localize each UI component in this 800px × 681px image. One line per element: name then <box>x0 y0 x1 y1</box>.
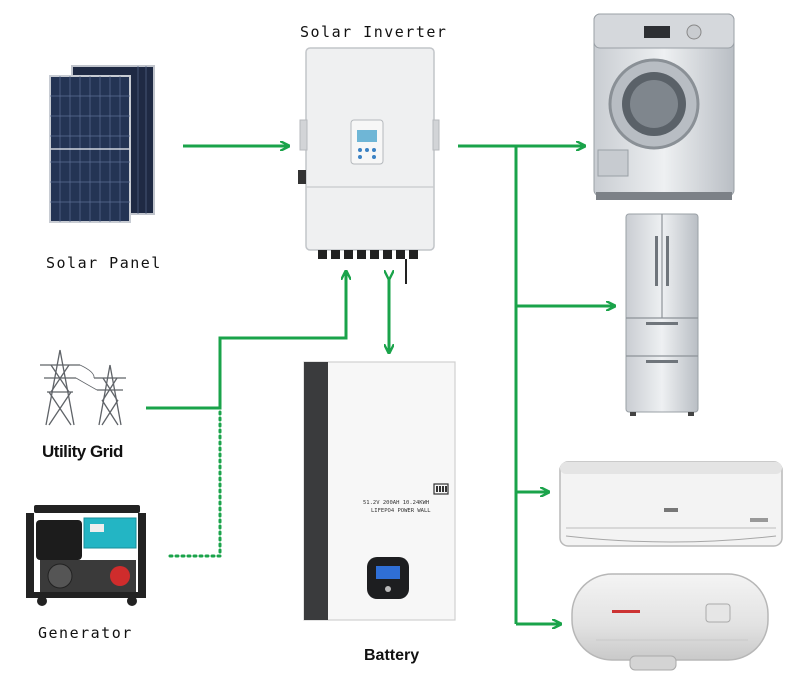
washing-machine-image <box>593 13 735 200</box>
utility-grid-image <box>40 349 126 426</box>
utility-grid-label: Utility Grid <box>42 442 123 461</box>
solar-inverter-image <box>298 47 440 284</box>
arrow-grid-to-inverter <box>146 272 346 410</box>
battery-spec-line2: LIFEPO4 POWER WALL <box>371 508 431 514</box>
flow-lines <box>146 146 614 624</box>
water-heater-image <box>571 573 769 671</box>
solar-panel-label: Solar Panel <box>46 254 162 272</box>
dotted-generator-line <box>168 406 222 558</box>
solar-panel-image <box>49 65 155 223</box>
battery-spec-line1: 51.2V 200AH 10.24KWH <box>363 500 429 506</box>
battery-image: 51.2V 200AH 10.24KWH LIFEPO4 POWER WALL <box>303 361 456 621</box>
generator-label: Generator <box>38 624 133 642</box>
air-conditioner-image <box>559 461 783 547</box>
generator-image <box>26 505 146 606</box>
battery-label: Battery <box>364 647 420 664</box>
inverter-label: Solar Inverter <box>300 23 448 41</box>
refrigerator-image <box>625 213 699 416</box>
